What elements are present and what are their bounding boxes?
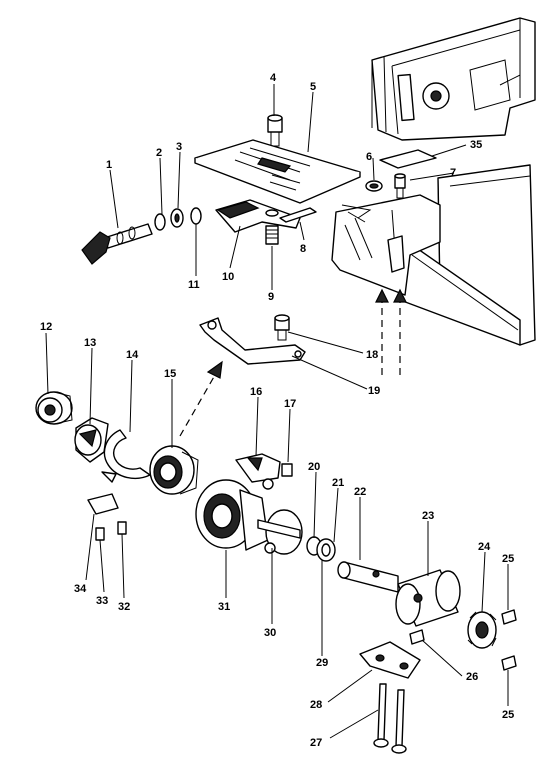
frame-arrows: [375, 288, 407, 375]
callout-17: 17: [284, 398, 296, 410]
part-26-pin: [409, 629, 425, 645]
part-24-gear: [467, 611, 497, 649]
callout-25-bottom: 25: [502, 709, 514, 721]
part-19-lever: [199, 317, 306, 365]
callout-18: 18: [366, 349, 378, 361]
part-18-screw: [274, 314, 290, 341]
part-22-shaft: [337, 561, 399, 593]
part-16-plate: [235, 453, 281, 490]
callout-23: 23: [422, 510, 434, 522]
callout-15: 15: [164, 368, 176, 380]
callout-20: 20: [308, 461, 320, 473]
callout-2: 2: [156, 147, 162, 159]
parts-32-33-34: [87, 493, 127, 541]
callout-29: 29: [316, 657, 328, 669]
callout-33: 33: [96, 595, 108, 607]
callout-32: 32: [118, 601, 130, 613]
part-27-bolts: [373, 683, 407, 754]
callout-8: 8: [300, 243, 306, 255]
callout-25-top: 25: [502, 553, 514, 565]
part-31-rotary-hook: [195, 479, 269, 551]
part-23-collar: [395, 569, 461, 627]
machine-frame: [331, 17, 536, 346]
callout-10: 10: [222, 271, 234, 283]
part-9-screw: [265, 225, 279, 245]
callout-3: 3: [176, 141, 182, 153]
callout-1: 1: [106, 159, 112, 171]
callout-4: 4: [270, 72, 277, 84]
parts-20-21-rings: [306, 536, 336, 562]
callout-19: 19: [368, 385, 380, 397]
parts-2-3-11-washers: [154, 207, 202, 231]
callout-28: 28: [310, 699, 322, 711]
callout-22: 22: [354, 486, 366, 498]
callout-34: 34: [74, 583, 87, 595]
part-30-plate: [257, 509, 303, 555]
parts-25-set-screws: [501, 609, 517, 671]
callout-5: 5: [310, 81, 316, 93]
callout-24: 24: [478, 541, 491, 553]
callout-6: 6: [366, 151, 372, 163]
callout-13: 13: [84, 337, 96, 349]
callout-26: 26: [466, 671, 478, 683]
part-10-slide-plate: [215, 199, 317, 233]
callout-11: 11: [188, 279, 200, 291]
part-28-bracket: [359, 641, 421, 679]
callout-27: 27: [310, 737, 322, 749]
leader-lines: [45, 84, 509, 739]
callout-labels: 1 2 3 4 5 6 7 8 9 10 11 12 13 14 15 16 1…: [40, 72, 514, 749]
part-5-needle-plate: [194, 139, 361, 204]
part-12-collar: [35, 391, 73, 425]
callout-35: 35: [470, 139, 482, 151]
part-14-ring: [101, 429, 151, 483]
part-1-shaft: [81, 223, 153, 265]
parts-6-7-35: [365, 149, 437, 199]
callout-21: 21: [332, 477, 344, 489]
dashed-arrow: [179, 360, 223, 437]
part-15-hook: [149, 445, 199, 495]
callout-9: 9: [268, 291, 274, 303]
callout-16: 16: [250, 386, 262, 398]
part-17-screw: [281, 463, 293, 477]
callout-14: 14: [126, 349, 139, 361]
callout-12: 12: [40, 321, 52, 333]
callout-7: 7: [450, 167, 456, 179]
part-13-bobbin-case: [74, 417, 109, 463]
callout-30: 30: [264, 627, 276, 639]
part-4-screw: [267, 114, 283, 147]
callout-31: 31: [218, 601, 230, 613]
